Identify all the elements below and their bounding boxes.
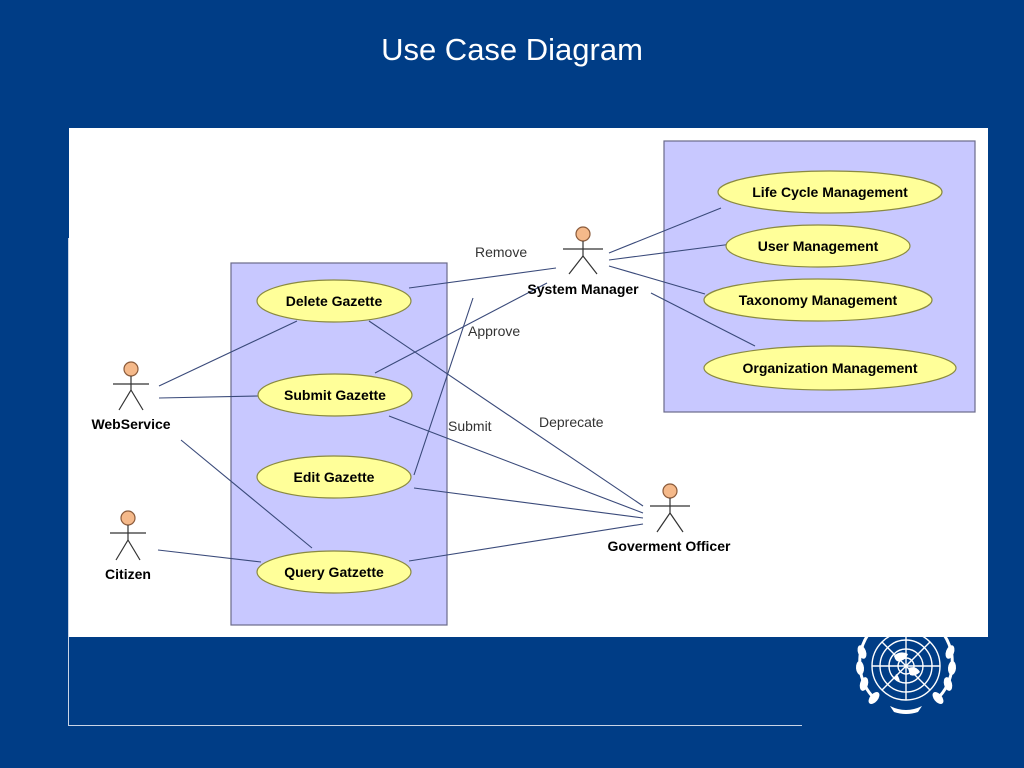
use-case-query-gazette-label: Query Gatzette (284, 564, 384, 580)
assoc-edit-officer (413, 487, 644, 519)
actor-webservice-label: WebService (91, 416, 170, 432)
use-case-life-cycle-management (717, 170, 943, 214)
assoc-manager-taxonomy (608, 265, 706, 295)
use-case-delete-gazette-label: Delete Gazette (286, 293, 383, 309)
use-case-diagram: Remove Approve Submit Deprecate Delete G… (91, 140, 976, 626)
assoc-webservice-delete (158, 320, 298, 387)
use-case-taxonomy-management (703, 278, 933, 322)
assoc-manager-lifecycle (608, 207, 722, 254)
actor-government-officer-label: Goverment Officer (608, 538, 731, 554)
use-case-delete-gazette (256, 279, 412, 323)
use-case-edit-gazette (256, 455, 412, 499)
assoc-manager-user (608, 243, 733, 261)
assoc-query-officer (408, 523, 644, 562)
label-approve: Approve (468, 323, 520, 339)
actor-webservice-head (123, 361, 139, 377)
assoc-submit-manager (374, 282, 548, 374)
actor-webservice: WebService (91, 361, 171, 432)
actor-citizen: Citizen (105, 510, 151, 582)
assoc-webservice-query (180, 439, 313, 549)
decorative-divider-vertical (68, 238, 69, 726)
label-deprecate: Deprecate (539, 414, 604, 430)
use-case-organization-management (703, 345, 957, 391)
use-case-user-management-label: User Management (758, 238, 879, 254)
diagram-panel: Remove Approve Submit Deprecate Delete G… (69, 128, 988, 637)
slide-title: Use Case Diagram (381, 32, 643, 67)
actor-government-officer-head (662, 483, 678, 499)
assoc-manager-organization (650, 292, 756, 347)
use-case-taxonomy-management-label: Taxonomy Management (739, 292, 898, 308)
actor-citizen-label: Citizen (105, 566, 151, 582)
assoc-submit-officer (388, 415, 644, 514)
associations (157, 207, 756, 563)
use-case-submit-gazette-label: Submit Gazette (284, 387, 386, 403)
actor-system-manager: System Manager (527, 226, 639, 297)
assoc-delete-officer (368, 320, 644, 507)
use-case-organization-management-label: Organization Management (742, 360, 917, 376)
assoc-delete-manager (408, 267, 557, 289)
label-remove: Remove (475, 244, 527, 260)
use-case-life-cycle-management-label: Life Cycle Management (752, 184, 908, 200)
assoc-submit-manager-2 (413, 297, 474, 476)
decorative-divider-horizontal (68, 725, 802, 726)
label-submit: Submit (448, 418, 492, 434)
use-case-edit-gazette-label: Edit Gazette (294, 469, 375, 485)
use-case-submit-gazette (257, 373, 413, 417)
actor-system-manager-head (575, 226, 591, 242)
use-case-user-management (725, 224, 911, 268)
assoc-citizen-query (157, 549, 262, 563)
actor-citizen-head (120, 510, 136, 526)
actor-government-officer: Goverment Officer (608, 483, 731, 554)
actor-system-manager-label: System Manager (527, 281, 639, 297)
assoc-webservice-submit (158, 395, 260, 399)
un-emblem-icon (855, 630, 957, 714)
use-case-query-gazette (256, 550, 412, 594)
